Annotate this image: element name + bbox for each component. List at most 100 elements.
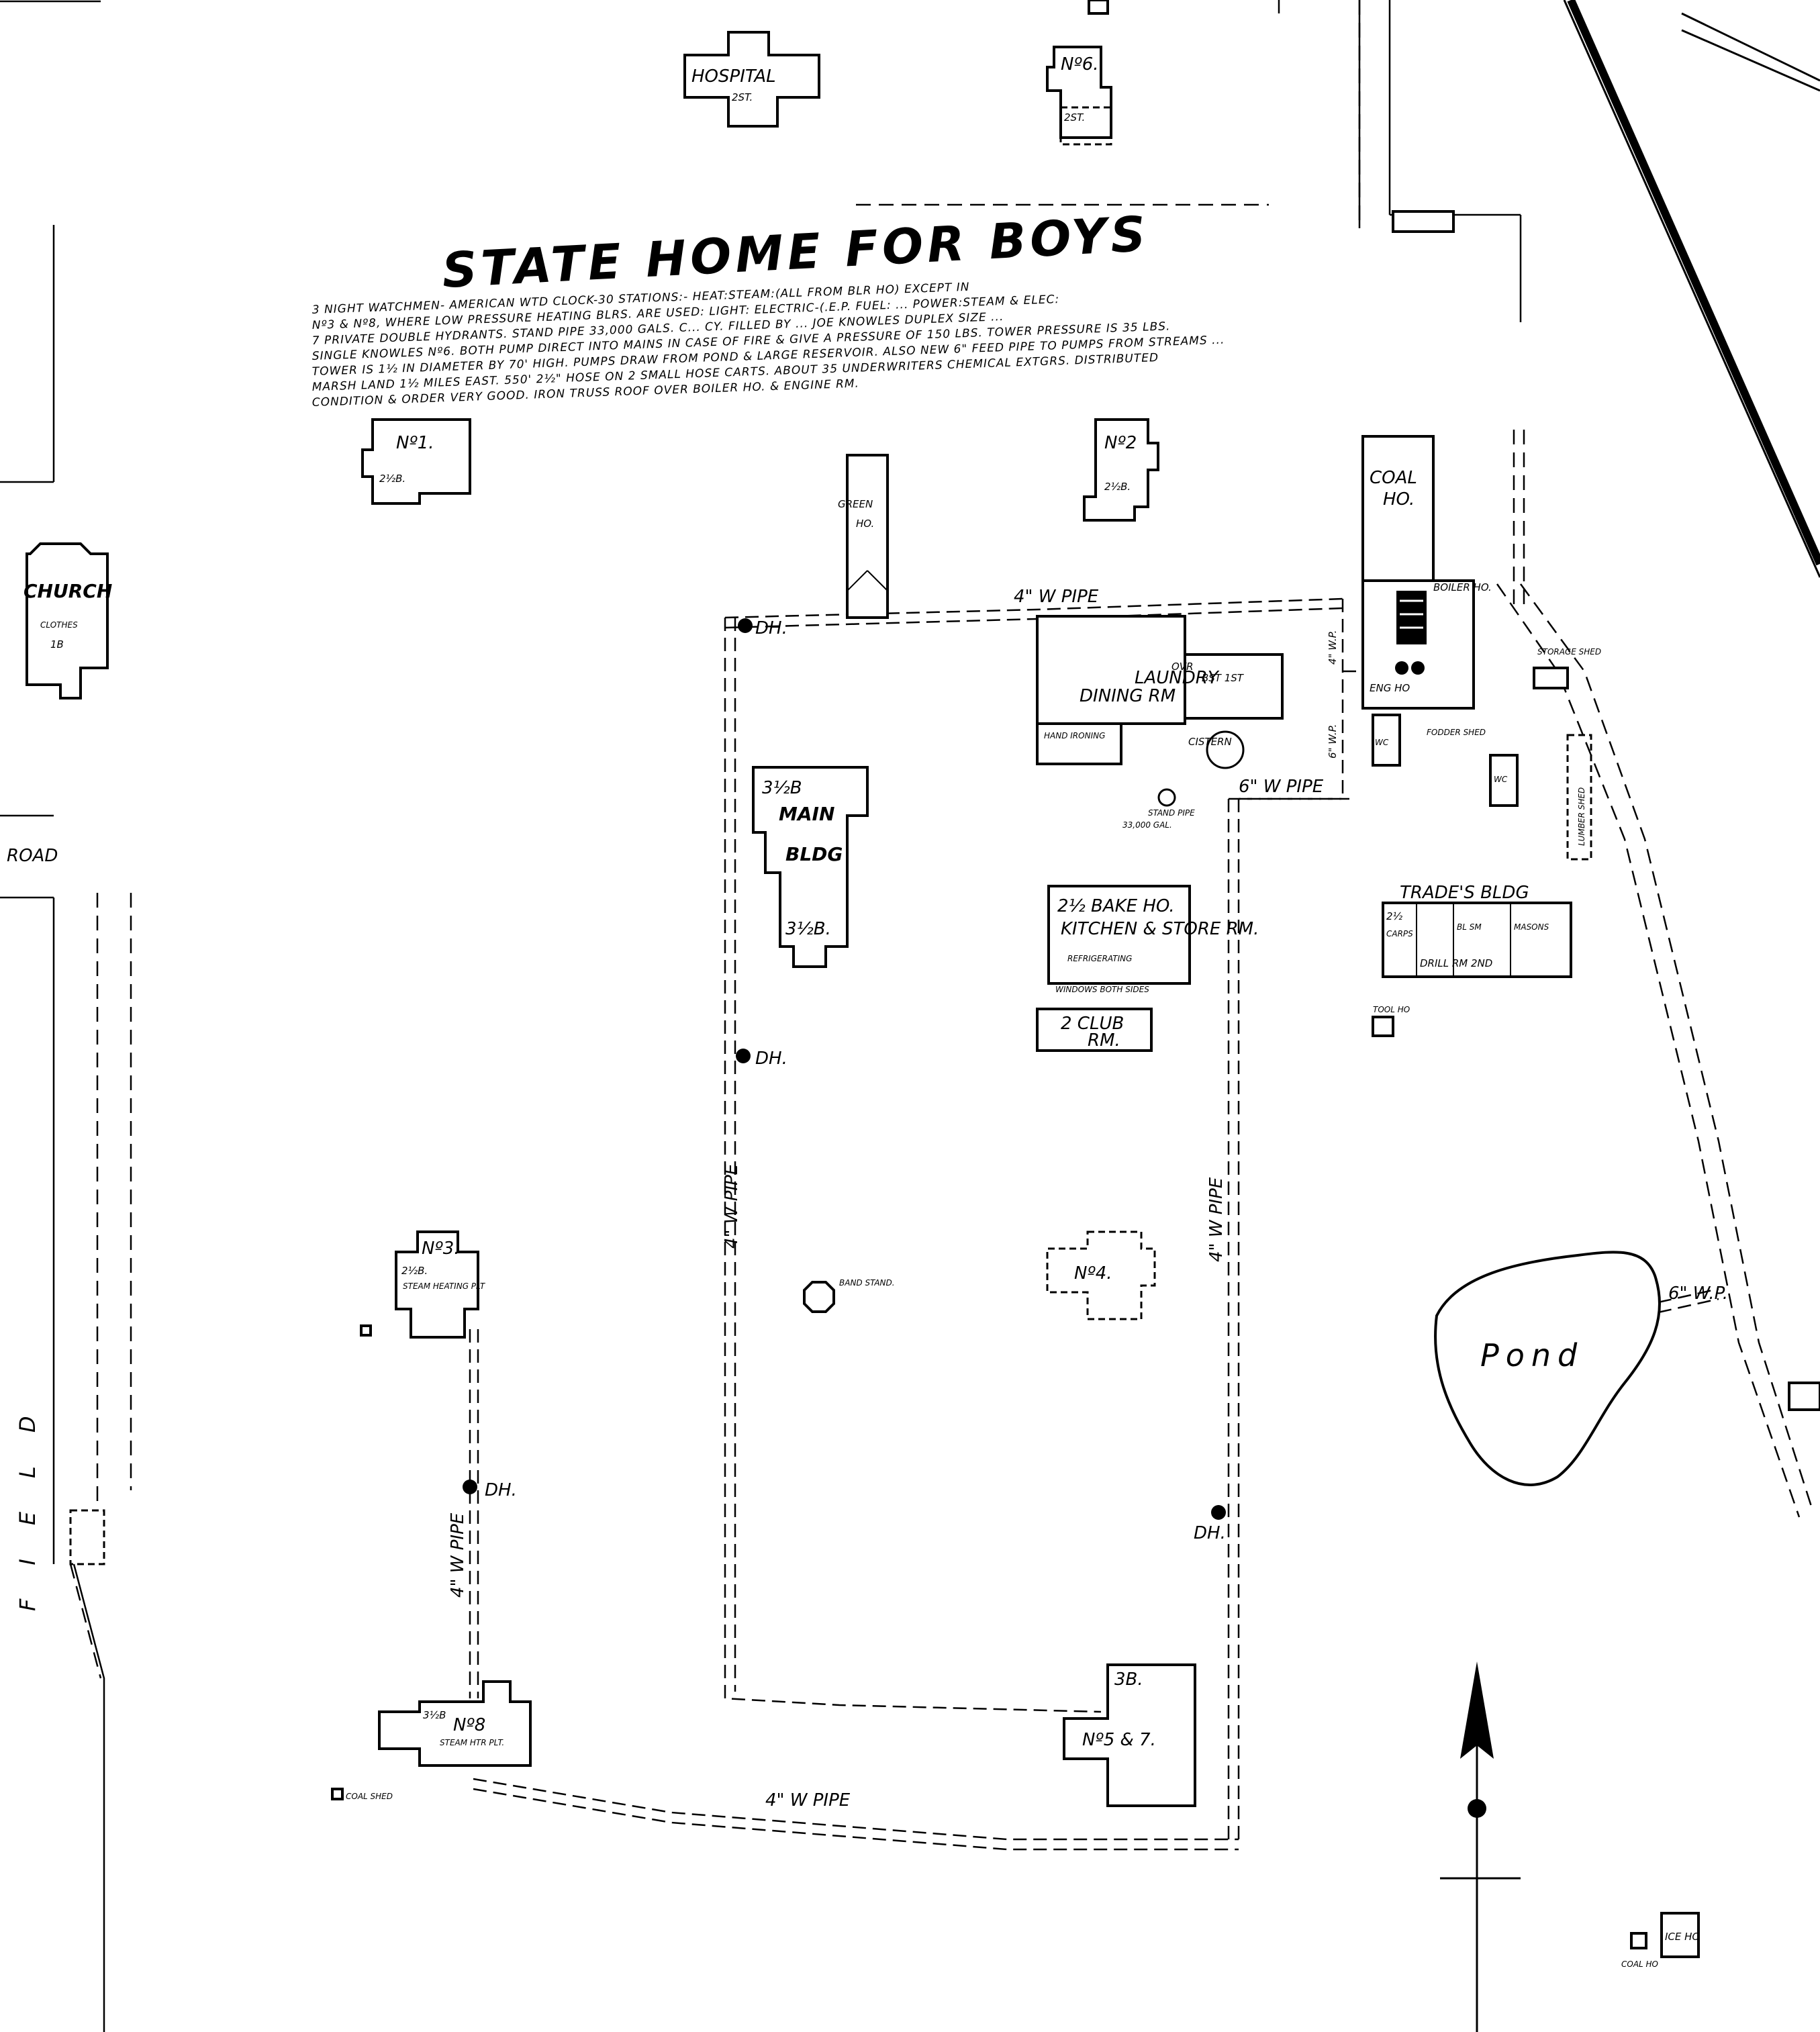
building-no6: Nº6. 2ST. bbox=[1046, 0, 1112, 146]
svg-text:Nº3.: Nº3. bbox=[422, 1239, 460, 1259]
building-laundry: LAUNDRY DINING RM OVR BST 1ST HAND IRONI… bbox=[1036, 615, 1284, 765]
svg-text:REFRIGERATING: REFRIGERATING bbox=[1067, 954, 1132, 963]
pond: Pond bbox=[1434, 1251, 1661, 1486]
svg-text:CISTERN: CISTERN bbox=[1188, 736, 1232, 748]
svg-text:DINING RM: DINING RM bbox=[1080, 686, 1176, 706]
title-block: STATE HOME FOR BOYS 3 NIGHT WATCHMEN- AM… bbox=[312, 205, 1225, 409]
svg-text:2½ BAKE HO.: 2½ BAKE HO. bbox=[1057, 896, 1175, 916]
svg-text:3½B: 3½B bbox=[423, 1709, 446, 1721]
svg-text:2½: 2½ bbox=[1386, 910, 1403, 922]
building-tool-house: TOOL HO bbox=[1372, 1005, 1410, 1037]
svg-text:1B: 1B bbox=[50, 638, 64, 650]
pipe-labels: 4" W PIPE 4" W PIPE 4" W PIPE 4" W PIPE … bbox=[448, 587, 1728, 1810]
pipe-label-right: 4" W PIPE bbox=[1206, 1177, 1227, 1262]
edge-labels: ROAD FIELD bbox=[7, 846, 58, 1611]
svg-text:CLOTHES: CLOTHES bbox=[40, 620, 78, 630]
svg-text:Nº8: Nº8 bbox=[453, 1715, 485, 1735]
svg-text:GREEN: GREEN bbox=[838, 498, 873, 510]
svg-text:WC: WC bbox=[1494, 775, 1508, 784]
hydrant-label: DH. bbox=[485, 1480, 517, 1500]
building-no2: Nº2 2½B. bbox=[1083, 418, 1159, 522]
svg-text:2½B.: 2½B. bbox=[379, 473, 405, 485]
pipe-label-vert: 4" W.P. bbox=[1327, 630, 1339, 665]
small-structures: WC WC FODDER SHED STORAGE SHED LUMBER SH… bbox=[69, 210, 1820, 1969]
building-coal-house: COAL HO. bbox=[1361, 435, 1435, 582]
hydrant-dot bbox=[736, 1049, 751, 1063]
svg-text:DRILL RM 2ND: DRILL RM 2ND bbox=[1420, 957, 1492, 969]
pipe-label-6in: 6" W PIPE bbox=[1239, 777, 1324, 797]
band-stand: BAND STAND. bbox=[803, 1278, 895, 1313]
hydrant-dot bbox=[1211, 1505, 1226, 1520]
hydrant-label: DH. bbox=[755, 618, 787, 638]
svg-text:HO.: HO. bbox=[1383, 489, 1415, 510]
svg-text:STORAGE SHED: STORAGE SHED bbox=[1537, 647, 1601, 657]
svg-text:TOOL HO: TOOL HO bbox=[1373, 1005, 1410, 1014]
svg-text:HO.: HO. bbox=[856, 518, 874, 530]
svg-text:STEAM HTR PLT.: STEAM HTR PLT. bbox=[440, 1738, 504, 1747]
stand-pipe: STAND PIPE 33,000 GAL. bbox=[1122, 788, 1195, 830]
building-boiler-house: BOILER HO. ENG HO bbox=[1361, 579, 1492, 710]
svg-text:LAUNDRY: LAUNDRY bbox=[1135, 668, 1220, 688]
svg-text:OVR: OVR bbox=[1171, 661, 1194, 673]
building-main: 3½B MAIN BLDG 3½B. bbox=[752, 766, 869, 968]
hydrant-dot bbox=[463, 1480, 477, 1494]
building-club-room: 2 CLUB RM. bbox=[1036, 1008, 1153, 1052]
hydrants: DH. DH. DH. DH. bbox=[463, 618, 1226, 1543]
svg-text:2½B.: 2½B. bbox=[1104, 481, 1131, 493]
svg-text:MASONS: MASONS bbox=[1514, 922, 1549, 932]
svg-text:KITCHEN & STORE RM.: KITCHEN & STORE RM. bbox=[1061, 919, 1259, 939]
svg-text:2ST.: 2ST. bbox=[732, 91, 753, 103]
svg-text:BOILER HO.: BOILER HO. bbox=[1433, 581, 1492, 593]
pipe-label-left: 4" W PIPE bbox=[722, 1163, 742, 1249]
svg-text:2 CLUB: 2 CLUB bbox=[1061, 1014, 1124, 1034]
pipe-label-top: 4" W PIPE bbox=[1014, 587, 1099, 607]
svg-text:TRADE'S BLDG: TRADE'S BLDG bbox=[1400, 883, 1529, 903]
pipe-label-bottom: 4" W PIPE bbox=[765, 1790, 851, 1810]
pond-label: Pond bbox=[1480, 1337, 1584, 1373]
svg-text:ICE HO: ICE HO bbox=[1665, 1931, 1700, 1943]
pipe-label-pond: 6" W.P. bbox=[1668, 1284, 1728, 1304]
water-pipe-network bbox=[469, 597, 1719, 1851]
svg-text:3½B: 3½B bbox=[762, 778, 802, 798]
building-no3: Nº3. 2½B. STEAM HEATING PLT bbox=[395, 1230, 486, 1339]
svg-text:HAND IRONING: HAND IRONING bbox=[1044, 731, 1105, 740]
map-title: STATE HOME FOR BOYS bbox=[440, 205, 1151, 299]
svg-text:BL SM: BL SM bbox=[1457, 922, 1482, 932]
building-green-house: GREEN HO. bbox=[838, 454, 889, 619]
building-no4: Nº4. bbox=[1046, 1230, 1156, 1320]
road-label: ROAD bbox=[7, 846, 58, 866]
building-trades: TRADE'S BLDG 2½ CARPS BL SM MASONS DRILL… bbox=[1382, 883, 1572, 978]
building-no5-7: 3B. Nº5 & 7. bbox=[1063, 1663, 1196, 1807]
svg-text:33,000 GAL.: 33,000 GAL. bbox=[1122, 820, 1172, 830]
svg-text:COAL SHED: COAL SHED bbox=[346, 1792, 393, 1801]
building-no8: Nº8 3½B STEAM HTR PLT. bbox=[378, 1680, 532, 1767]
svg-text:Nº5 & 7.: Nº5 & 7. bbox=[1082, 1730, 1156, 1750]
svg-text:FODDER SHED: FODDER SHED bbox=[1427, 728, 1486, 737]
svg-text:CHURCH: CHURCH bbox=[23, 580, 112, 602]
building-bake-house: 2½ BAKE HO. KITCHEN & STORE RM. REFRIGER… bbox=[1047, 885, 1259, 994]
svg-text:Nº4.: Nº4. bbox=[1074, 1263, 1112, 1284]
svg-text:Nº1.: Nº1. bbox=[396, 433, 434, 453]
svg-text:3B.: 3B. bbox=[1114, 1670, 1143, 1690]
svg-text:HOSPITAL: HOSPITAL bbox=[691, 66, 776, 87]
svg-text:2½B.: 2½B. bbox=[401, 1265, 428, 1277]
svg-text:LUMBER SHED: LUMBER SHED bbox=[1577, 787, 1586, 846]
hydrant-label: DH. bbox=[1194, 1523, 1226, 1543]
svg-text:Nº2: Nº2 bbox=[1104, 433, 1137, 453]
svg-text:2ST.: 2ST. bbox=[1064, 111, 1085, 124]
svg-text:RM.: RM. bbox=[1088, 1030, 1120, 1051]
hydrant-label: DH. bbox=[755, 1049, 787, 1069]
field-label: FIELD bbox=[15, 1382, 40, 1611]
svg-text:WC: WC bbox=[1375, 738, 1389, 747]
building-church: CHURCH CLOTHES 1B bbox=[23, 542, 112, 699]
svg-text:WINDOWS BOTH SIDES: WINDOWS BOTH SIDES bbox=[1055, 985, 1149, 994]
svg-text:Nº6.: Nº6. bbox=[1061, 54, 1099, 75]
svg-text:3½B.: 3½B. bbox=[785, 919, 831, 939]
svg-text:BAND STAND.: BAND STAND. bbox=[839, 1278, 895, 1288]
svg-text:BST 1ST: BST 1ST bbox=[1202, 672, 1245, 684]
svg-text:STAND PIPE: STAND PIPE bbox=[1148, 808, 1195, 818]
building-no1: Nº1. 2½B. bbox=[361, 418, 471, 505]
svg-text:BLDG: BLDG bbox=[785, 843, 843, 865]
pipe-label-vert-6: 6" W.P. bbox=[1327, 724, 1339, 759]
